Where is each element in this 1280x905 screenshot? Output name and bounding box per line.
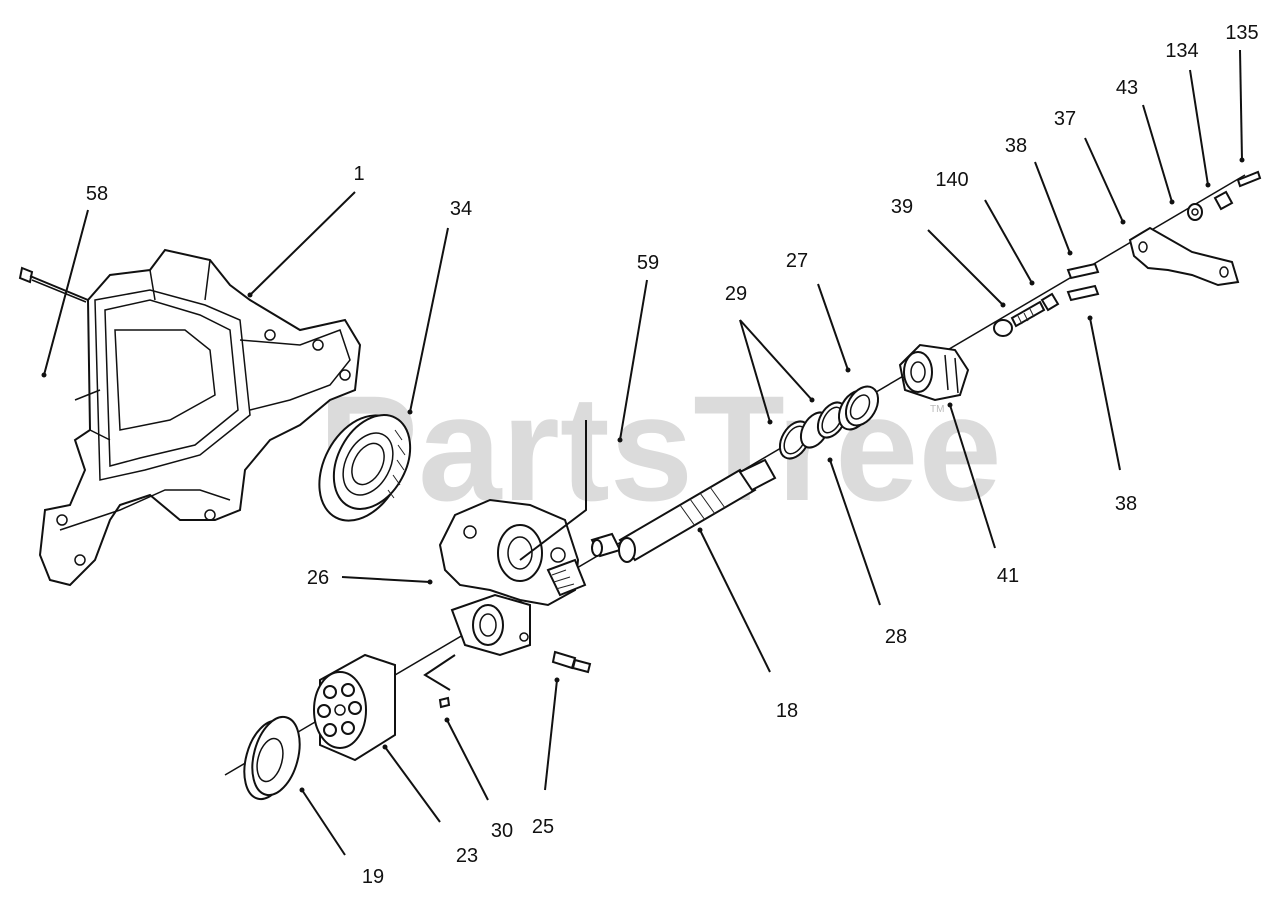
callout-26[interactable]: 26: [307, 567, 329, 589]
callout-43[interactable]: 43: [1116, 77, 1138, 99]
part-140-nut[interactable]: [1040, 292, 1060, 312]
callout-38-lower[interactable]: 38: [1115, 493, 1137, 515]
callout-59[interactable]: 59: [637, 252, 659, 274]
callout-25[interactable]: 25: [532, 816, 554, 838]
callout-labels: 1 58 34 59 29 27 39 140 38 37 43 134 135…: [86, 22, 1259, 888]
callout-134[interactable]: 134: [1165, 40, 1198, 62]
part-39-plug[interactable]: [993, 319, 1013, 337]
part-38-spacer-upper[interactable]: [1066, 262, 1100, 280]
leader-lines: [43, 49, 1243, 856]
watermark-tm: TM: [930, 404, 944, 415]
part-140-set-screw[interactable]: [1010, 300, 1046, 328]
callout-38-upper[interactable]: 38: [1005, 135, 1027, 157]
callout-41[interactable]: 41: [997, 565, 1019, 587]
callout-39[interactable]: 39: [891, 196, 913, 218]
callout-28[interactable]: 28: [885, 626, 907, 648]
part-23-cylinder-block[interactable]: [313, 653, 396, 762]
callout-135[interactable]: 135: [1225, 22, 1258, 44]
part-37-bracket[interactable]: [1128, 226, 1240, 287]
part-25-fitting[interactable]: [551, 650, 592, 674]
callout-18[interactable]: 18: [776, 700, 798, 722]
callout-27[interactable]: 27: [786, 250, 808, 272]
part-26-center-section[interactable]: [438, 498, 587, 607]
part-58-bolt[interactable]: [18, 266, 89, 303]
callout-19[interactable]: 19: [362, 866, 384, 888]
callout-37[interactable]: 37: [1054, 108, 1076, 130]
part-43-washer[interactable]: [1187, 203, 1203, 221]
callout-1[interactable]: 1: [353, 163, 364, 185]
callout-30[interactable]: 30: [491, 820, 513, 842]
callout-23[interactable]: 23: [456, 845, 478, 867]
part-135-cotter-pin[interactable]: [1236, 170, 1262, 188]
part-1-housing[interactable]: [38, 248, 362, 587]
part-41-swashplate[interactable]: [898, 343, 970, 402]
watermark: PartsTree: [318, 364, 1002, 532]
part-59-pin[interactable]: [590, 532, 622, 558]
part-19-thrust-bearing[interactable]: [236, 712, 307, 805]
callout-34[interactable]: 34: [450, 198, 472, 220]
callout-58[interactable]: 58: [86, 183, 108, 205]
callout-140[interactable]: 140: [935, 169, 968, 191]
callout-29[interactable]: 29: [725, 283, 747, 305]
part-34-bearing[interactable]: [302, 401, 425, 536]
part-38-spacer-lower[interactable]: [1066, 284, 1100, 302]
leader-dots: [41, 157, 1245, 793]
part-28-washers[interactable]: [795, 398, 852, 453]
part-18-shaft[interactable]: [618, 458, 777, 563]
part-30-key[interactable]: [438, 593, 531, 709]
part-27-seal[interactable]: [832, 381, 884, 435]
part-134-nut[interactable]: [1213, 190, 1234, 211]
